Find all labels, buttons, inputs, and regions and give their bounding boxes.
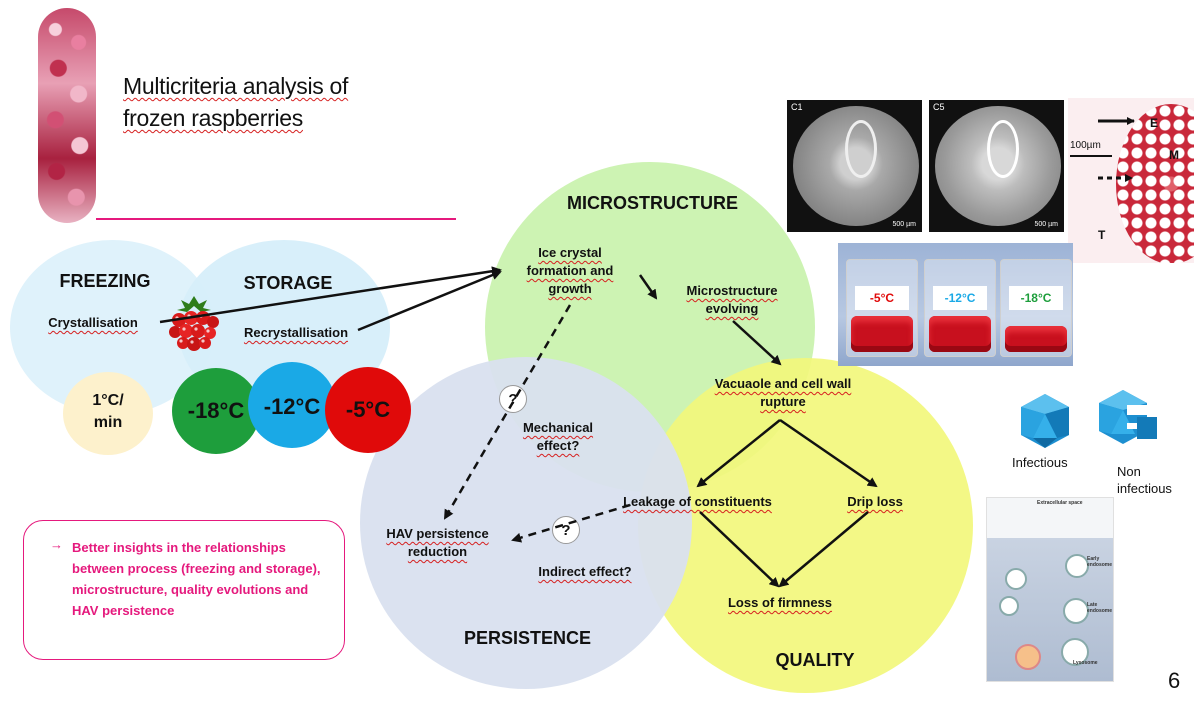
insight-arrow-icon: → xyxy=(50,537,63,552)
histology-scale-label: 100µm xyxy=(1070,140,1101,151)
arrow-ice-to-hav-dashed xyxy=(443,304,572,520)
arrow-leakage-to-firmness xyxy=(699,511,780,588)
endosome-late xyxy=(1063,598,1089,624)
histology-arrows xyxy=(1098,117,1135,182)
loss-firmness-label: Loss of firmness xyxy=(727,595,833,610)
recrystallisation-label: Recrystallisation xyxy=(243,325,349,340)
question-badge-mechanical: ? xyxy=(499,385,527,413)
leakage-label: Leakage of constituents xyxy=(623,494,772,509)
ice-crystal-label: Ice crystal formation and growth xyxy=(526,245,614,296)
bag-minus12-label: -12°C xyxy=(933,286,987,310)
micrograph-c1: C1 500 µm xyxy=(787,100,922,232)
drip-loss-label: Drip loss xyxy=(847,494,903,509)
bag-minus12-fill xyxy=(929,316,991,352)
title-underline xyxy=(96,218,456,220)
title-line-1: Multicriteria analysis of xyxy=(123,73,349,99)
freezing-rate-circle xyxy=(63,372,153,455)
vacuole-rupture-label: Vacuaole and cell wall rupture xyxy=(714,376,852,409)
vesicle-left-3 xyxy=(1015,644,1041,670)
endocytosis-lysosome-label: Lysosome xyxy=(1073,660,1098,666)
endocytosis-diagram: Extracellular space Early endosome Late … xyxy=(986,497,1114,682)
vesicle-left-2 xyxy=(999,596,1019,616)
temp-label-minus5: -5°C xyxy=(345,397,391,422)
page-number: 6 xyxy=(1168,668,1181,693)
temp-label-minus18: -18°C xyxy=(187,398,245,423)
micrograph-c5-core xyxy=(987,120,1019,178)
bag-minus5-label: -5°C xyxy=(855,286,909,310)
raspberry-photo xyxy=(38,8,96,223)
freezing-rate-line-1: 1°C/ xyxy=(92,392,124,409)
endocytosis-late-label: Late endosome xyxy=(1087,602,1113,614)
freezing-title: FREEZING xyxy=(59,271,151,291)
endocytosis-extracellular-label: Extracellular space xyxy=(1037,500,1083,506)
histology-t-label: T xyxy=(1098,228,1106,242)
micrograph-c5-tag: C5 xyxy=(933,102,945,112)
mechanical-effect-label: Mechanical effect? xyxy=(522,420,594,453)
bag-minus18-fill xyxy=(1005,326,1067,352)
histology-image: 100µm E M T xyxy=(1068,98,1194,263)
infectious-virus-icon xyxy=(1021,394,1069,448)
histology-e-label: E xyxy=(1150,116,1159,130)
title-line-2: frozen raspberries xyxy=(123,105,303,131)
title: Multicriteria analysis of frozen raspber… xyxy=(123,70,348,134)
histology-scale-bar xyxy=(1070,155,1112,157)
non-infectious-label: Non infectious xyxy=(1117,464,1172,496)
temp-label-minus12: -12°C xyxy=(263,394,321,419)
arrow-leakage-to-hav-dashed xyxy=(511,503,631,543)
endosome-early xyxy=(1065,554,1089,578)
endosome-lysosome xyxy=(1061,638,1089,666)
micrograph-c5-scale: 500 µm xyxy=(1034,221,1059,228)
persistence-title: PERSISTENCE xyxy=(463,628,592,648)
temp-circle-minus18: -18°C xyxy=(172,368,260,454)
freezing-rate-line-2: min xyxy=(93,414,123,431)
micrograph-c1-tag: C1 xyxy=(791,102,803,112)
arrow-recrystallisation-to-ice xyxy=(357,270,502,332)
temp-circle-minus5: -5°C xyxy=(325,367,411,453)
bag-minus18-label: -18°C xyxy=(1009,286,1063,310)
arrow-drip-to-firmness xyxy=(778,511,869,588)
arrow-vacuole-to-leakage xyxy=(696,419,781,488)
microstructure-evolving-label: Microstructure evolving xyxy=(686,283,778,316)
endocytosis-early-label: Early endosome xyxy=(1087,556,1113,568)
arrow-vacuole-to-drip xyxy=(779,418,878,488)
arrow-ice-to-evolving xyxy=(638,274,658,300)
arrow-evolving-to-vacuole xyxy=(732,320,782,366)
bag-minus5-fill xyxy=(851,316,913,352)
vesicle-left-1 xyxy=(1005,568,1027,590)
microstructure-title: MICROSTRUCTURE xyxy=(567,193,738,213)
crystallisation-label: Crystallisation xyxy=(48,315,138,330)
arrow-crystallisation-to-ice xyxy=(159,266,502,324)
insight-box: → Better insights in the relationships b… xyxy=(23,520,345,660)
storage-title: STORAGE xyxy=(243,273,333,293)
histology-m-label: M xyxy=(1169,148,1179,162)
micrograph-c5: C5 500 µm xyxy=(929,100,1064,232)
indirect-effect-label: Indirect effect? xyxy=(538,564,632,579)
hav-persistence-label: HAV persistence reduction xyxy=(386,526,489,559)
quality-circle xyxy=(638,358,973,693)
bags-photo: -5°C -12°C -18°C xyxy=(838,243,1073,366)
infectious-label: Infectious xyxy=(1012,455,1068,470)
micrograph-c1-core xyxy=(845,120,877,178)
micrograph-c1-scale: 500 µm xyxy=(892,221,917,228)
bag-minus18: -18°C xyxy=(1000,259,1072,357)
bag-minus5: -5°C xyxy=(846,259,918,357)
freezing-rate-label: 1°C/ min xyxy=(63,390,153,434)
insight-text: Better insights in the relationships bet… xyxy=(72,540,321,618)
temp-circle-minus12: -12°C xyxy=(248,362,336,448)
bag-minus12: -12°C xyxy=(924,259,996,357)
non-infectious-virus-icon xyxy=(1099,390,1157,444)
histology-tissue xyxy=(1116,104,1194,263)
persistence-circle xyxy=(360,357,692,689)
quality-title: QUALITY xyxy=(775,650,855,670)
